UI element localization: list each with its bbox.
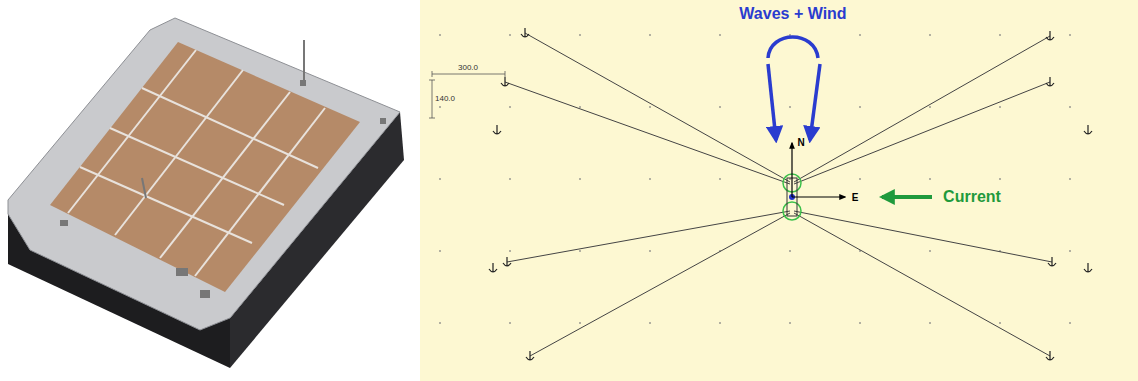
grid-dot [859, 106, 861, 108]
grid-dot [649, 106, 651, 108]
grid-dot [509, 322, 511, 324]
mooring-lines [505, 33, 1052, 356]
grid-dot [439, 178, 441, 180]
grid-dot [649, 250, 651, 252]
grid-dot [719, 322, 721, 324]
grid-dot [789, 250, 791, 252]
mast [303, 40, 305, 82]
grid-dot [1069, 178, 1071, 180]
scale-bar [429, 71, 505, 118]
grid-dot [719, 34, 721, 36]
anchor-symbol [1084, 125, 1092, 134]
grid-dot [439, 250, 441, 252]
grid-dot [929, 178, 931, 180]
grid-dot [439, 322, 441, 324]
axis-label: N [797, 137, 804, 148]
anchor-symbol [1084, 263, 1092, 272]
grid-dot [719, 106, 721, 108]
grid-dot [929, 34, 931, 36]
grid-dot [859, 34, 861, 36]
grid-dot [649, 322, 651, 324]
waves-wind-arrows [768, 37, 820, 140]
anchor-symbol [503, 257, 511, 266]
grid-dot [929, 322, 931, 324]
anchor-symbol [1046, 77, 1054, 86]
grid-dot [1069, 250, 1071, 252]
grid-dot [509, 106, 511, 108]
grid-dots [439, 34, 1071, 324]
grid-dot [649, 178, 651, 180]
load-label: Current [943, 188, 1001, 206]
grid-dot [579, 106, 581, 108]
deck-grid [68, 50, 325, 276]
grid-dot [509, 250, 511, 252]
grid-dot [579, 250, 581, 252]
grid-dot [579, 322, 581, 324]
current-arrow [882, 195, 932, 199]
grid-dot [789, 322, 791, 324]
deck [8, 18, 400, 330]
plan-panel [420, 0, 1138, 381]
grid-dot [859, 178, 861, 180]
grid-dot [579, 34, 581, 36]
scale-label: 140.0 [435, 95, 455, 104]
scale-label: 300.0 [458, 64, 478, 73]
axis-label: E [852, 192, 859, 203]
anchor-symbol [526, 351, 534, 360]
grid-dot [999, 106, 1001, 108]
grid-dot [999, 34, 1001, 36]
grid-dot [439, 34, 441, 36]
grid-dot [859, 322, 861, 324]
anchor-symbol [521, 28, 529, 37]
anchor-symbol [489, 263, 497, 272]
grid-dot [649, 34, 651, 36]
barge-illustration [8, 18, 404, 368]
grid-dot [1069, 106, 1071, 108]
anchor-symbol [1048, 257, 1056, 266]
grid-dot [509, 178, 511, 180]
grid-dot [999, 322, 1001, 324]
anchor-symbols [489, 28, 1092, 360]
grid-dot [719, 178, 721, 180]
deck-fittings [60, 80, 386, 298]
grid-dot [1069, 34, 1071, 36]
anchor-symbol [1046, 31, 1054, 40]
grid-dot [1069, 322, 1071, 324]
grid-dot [439, 106, 441, 108]
load-label: Waves + Wind [739, 5, 846, 23]
cargo-deck [50, 42, 360, 292]
grid-dot [999, 178, 1001, 180]
anchor-symbol [493, 125, 501, 134]
axes [792, 143, 845, 197]
grid-dot [789, 106, 791, 108]
anchor-symbol [501, 77, 509, 86]
grid-dot [579, 178, 581, 180]
mast [142, 178, 146, 198]
grid-dot [929, 106, 931, 108]
grid-dot [929, 250, 931, 252]
anchor-symbol [1046, 351, 1054, 360]
grid-dot [509, 34, 511, 36]
